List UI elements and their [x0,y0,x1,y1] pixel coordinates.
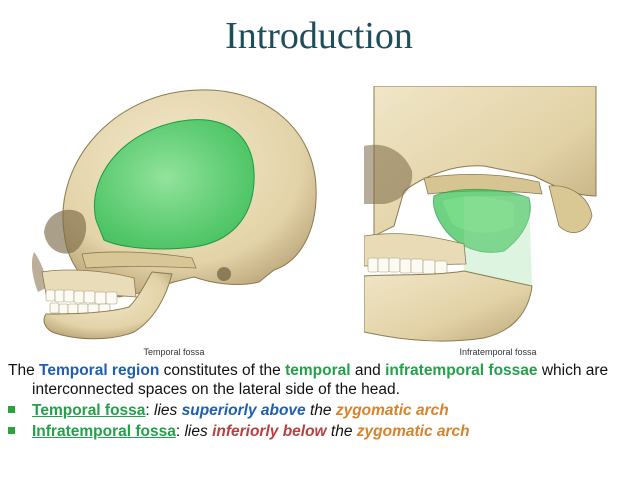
bullet-colon: : [145,402,155,419]
bullet-the: the [326,423,357,440]
bullet-lies: lies [154,402,182,419]
temporal-fossa-caption: Temporal fossa [143,347,205,357]
bullet-the: the [305,402,336,419]
bullet-landmark: zygomatic arch [335,402,449,419]
infratemporal-fossa-skull-figure [363,85,610,344]
term-temporal-region: Temporal region [39,362,160,379]
bullet-lies: lies [184,423,213,440]
infratemporal-fossa-skull-illustration [363,85,610,344]
bullet-colon: : [175,423,185,440]
bullet-term: Infratemporal fossa [32,423,176,440]
square-bullet-icon [8,406,15,413]
term-infratemporal-fossae: infratemporal fossae [385,362,538,379]
intro-text-2: constitutes of the [159,362,286,379]
bullet-landmark: zygomatic arch [356,423,470,440]
infratemporal-fossa-caption: Infratemporal fossa [459,347,537,357]
intro-paragraph: The Temporal region constitutes of the t… [8,361,632,399]
temporal-fossa-skull-figure [24,82,324,344]
slide-title: Introduction [225,15,413,57]
bullet-temporal-fossa: Temporal fossa: lies superiorly above th… [8,401,632,420]
bullet-position: inferiorly below [212,423,327,440]
temporal-fossa-skull-illustration [31,89,317,340]
intro-text-1: The [8,362,40,379]
slide-body: The Temporal region constitutes of the t… [8,361,632,441]
intro-text-3: and [350,362,386,379]
bullet-position: superiorly above [181,402,306,419]
intro-text-4: which are interconnected spaces on the l… [32,362,609,398]
square-bullet-icon [8,427,15,434]
bullet-infratemporal-fossa: Infratemporal fossa: lies inferiorly bel… [8,422,632,441]
term-temporal: temporal [285,362,351,379]
bullet-term: Temporal fossa [32,402,146,419]
